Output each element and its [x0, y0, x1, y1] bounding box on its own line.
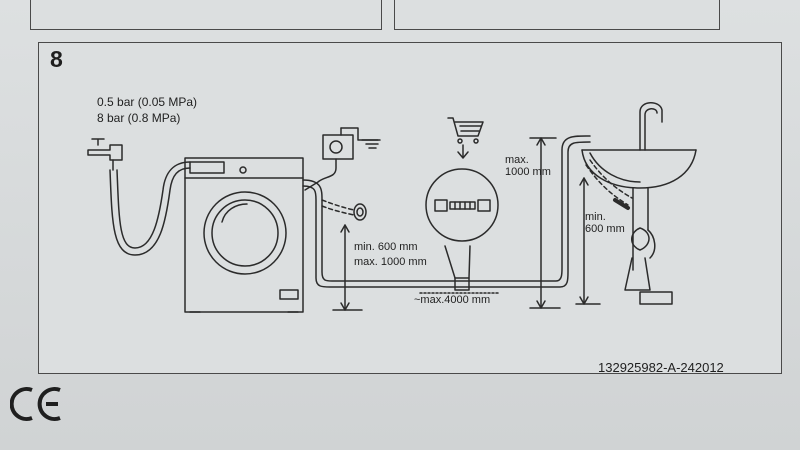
sink-min-value: 600 mm [585, 223, 625, 235]
drain-hose [302, 135, 591, 288]
inlet-hose [109, 161, 191, 256]
wall-drain-icon [321, 199, 367, 221]
power-socket-icon [304, 127, 381, 191]
previous-step-panel-left [30, 0, 382, 30]
hose-max-length-label: ~max.4000 mm [414, 294, 491, 306]
washing-machine-icon [184, 157, 304, 313]
sink-min-dimension [575, 177, 601, 305]
shopping-cart-icon [447, 117, 484, 159]
previous-step-panel-right [394, 0, 720, 30]
document-code: 132925982-A-242012 [598, 360, 724, 375]
drain-max-height-label: max. 1000 mm [354, 256, 427, 268]
drain-min-height-label: min. 600 mm [354, 241, 418, 253]
sink-max-value: 1000 mm [505, 166, 551, 178]
extension-detail-icon [425, 168, 499, 242]
pressure-min-label: 0.5 bar (0.05 MPa) [97, 95, 198, 109]
step-number: 8 [50, 46, 63, 72]
step-panel [38, 42, 782, 374]
hose-connector-icon [444, 245, 471, 291]
sink-min-label: min. [585, 211, 606, 223]
sink-max-label: max. [505, 154, 529, 166]
sink-max-dimension [529, 137, 561, 309]
tap-icon [87, 138, 123, 171]
pressure-max-label: 8 bar (0.8 MPa) [97, 111, 181, 125]
ce-mark-icon [10, 387, 61, 421]
sink-icon [581, 102, 697, 305]
drain-height-dimension [332, 224, 363, 311]
